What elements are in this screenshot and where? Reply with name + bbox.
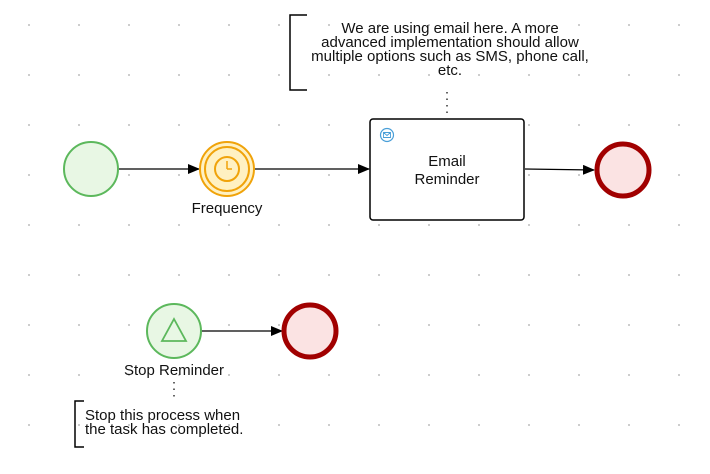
signal-start-event[interactable] — [146, 303, 202, 359]
email-task-label-line1: Email — [428, 153, 466, 170]
email-reminder-task[interactable] — [369, 118, 525, 221]
annotation-top-text[interactable]: We are using email here. A more advanced… — [311, 20, 589, 79]
end-event-stop[interactable] — [281, 302, 339, 360]
flow-task-to-end[interactable] — [524, 164, 595, 175]
annotation-bracket-bottom — [74, 400, 84, 448]
signal-event-label: Stop Reminder — [123, 362, 225, 379]
email-task-label-line2: Reminder — [414, 171, 480, 188]
triangle-signal-icon — [160, 317, 188, 342]
start-event[interactable] — [63, 141, 119, 197]
clock-icon — [214, 156, 240, 182]
annotation-bracket-top — [289, 14, 307, 91]
timer-event-label: Frequency — [191, 200, 263, 217]
annotation-bottom-text[interactable]: Stop this process when the task has comp… — [85, 407, 244, 438]
email-task-label: Email Reminder — [370, 153, 524, 189]
timer-event[interactable] — [199, 141, 255, 197]
send-task-icon — [379, 127, 395, 143]
end-event-main[interactable] — [594, 141, 652, 199]
